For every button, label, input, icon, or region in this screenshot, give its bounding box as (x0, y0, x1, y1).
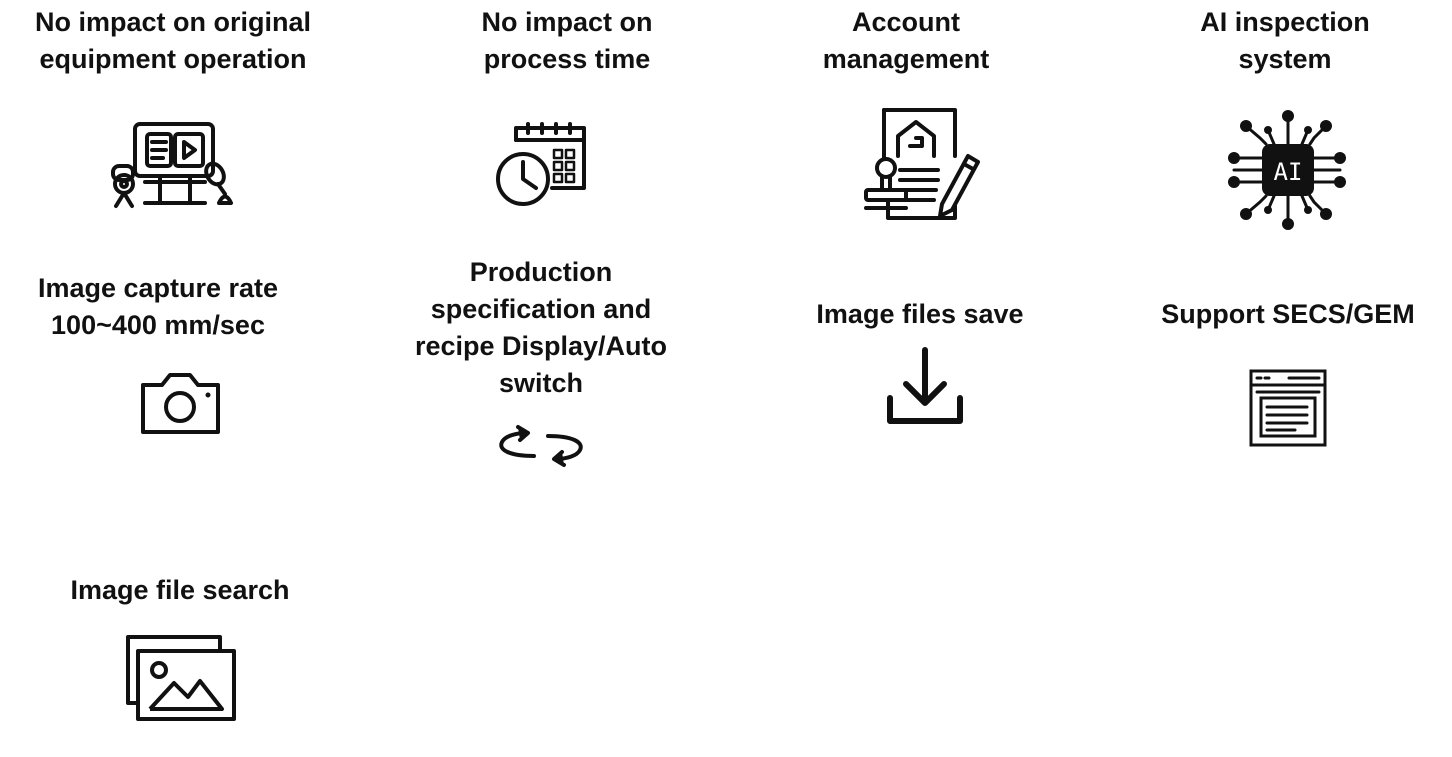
feature-title: Support SECS/GEM (1128, 296, 1448, 333)
feature-title: Image file search (20, 572, 340, 609)
title-line: switch (498, 368, 584, 398)
title-line: Image files save (816, 299, 1024, 329)
document-stamp-pen-icon (858, 106, 983, 224)
ai-chip-label: AI (1274, 158, 1303, 186)
title-line: Image file search (70, 575, 290, 605)
image-gallery-icon (122, 633, 240, 725)
title-line: Support SECS/GEM (1161, 299, 1415, 329)
feature-title: Production specification and recipe Disp… (381, 254, 701, 402)
feature-no-impact-equipment: No impact on original equipment operatio… (13, 4, 333, 78)
feature-title: Image files save (760, 296, 1080, 333)
feature-title: Image capture rate 100~400 mm/sec (0, 270, 318, 344)
feature-ai-inspection: AI inspection system (1125, 4, 1445, 78)
title-line: Image capture rate (37, 273, 279, 303)
download-icon (884, 346, 966, 426)
camera-icon (138, 371, 223, 437)
feature-title: No impact on process time (407, 4, 727, 78)
title-line: 100~400 mm/sec (51, 310, 265, 340)
ai-chip-icon: AI (1226, 108, 1350, 232)
title-line: No impact on (481, 7, 653, 37)
feature-no-impact-process-time: No impact on process time (407, 4, 727, 78)
feature-production-spec: Production specification and recipe Disp… (381, 254, 701, 402)
feature-title: AI inspection system (1125, 4, 1445, 78)
feature-image-files-save: Image files save (760, 296, 1080, 333)
title-line: management (822, 44, 990, 74)
title-line: recipe Display/Auto (414, 331, 668, 361)
title-line: system (1238, 44, 1332, 74)
title-line: AI inspection (1200, 7, 1370, 37)
feature-title: No impact on original equipment operatio… (13, 4, 333, 78)
equipment-monitor-icon (105, 118, 240, 213)
calendar-clock-icon (494, 120, 594, 210)
title-line: No impact on original (34, 7, 311, 37)
title-line: Account (852, 7, 960, 37)
feature-account-management: Account management (746, 4, 1066, 78)
browser-window-icon (1247, 367, 1329, 449)
feature-image-capture-rate: Image capture rate 100~400 mm/sec (0, 270, 318, 344)
feature-title: Account management (746, 4, 1066, 78)
feature-secs-gem: Support SECS/GEM (1128, 296, 1448, 333)
title-line: specification and (430, 294, 652, 324)
title-line: process time (483, 44, 651, 74)
title-line: equipment operation (39, 44, 307, 74)
sync-arrows-icon (496, 424, 586, 468)
feature-image-file-search: Image file search (20, 572, 340, 609)
title-line: Production (469, 257, 613, 287)
